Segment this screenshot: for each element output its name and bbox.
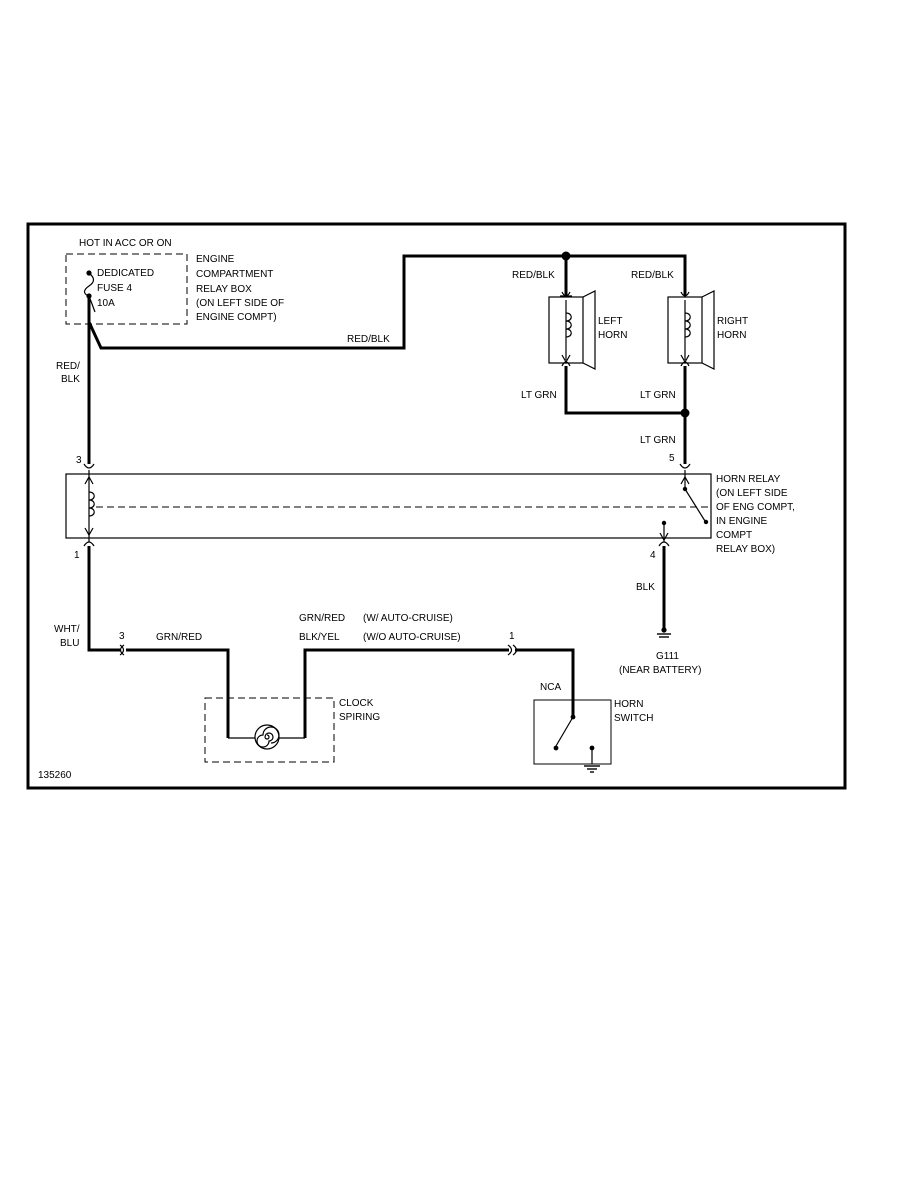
relay-pin-4: 4 (650, 550, 656, 561)
wire-label-clock-out-a-note: (W/ AUTO-CRUISE) (363, 613, 453, 624)
wire-label-clock-out-b-note: (W/O AUTO-CRUISE) (363, 632, 461, 643)
relay-box-line5: ENGINE COMPT) (196, 312, 277, 323)
splice-dot-top (561, 251, 571, 261)
wire-label-relay-feed-2: BLK (61, 374, 80, 385)
relay-box-line3: RELAY BOX (196, 284, 252, 295)
connector-1-pin: 1 (509, 631, 515, 642)
connector-3-pin: 3 (119, 631, 125, 642)
diagram-frame (26, 222, 847, 790)
relay-label-2: (ON LEFT SIDE (716, 488, 788, 499)
horn-switch-label-1: HORN (614, 699, 643, 710)
relay-label-6: RELAY BOX) (716, 544, 775, 555)
connector-1 (507, 644, 518, 656)
fuse-label-line1: DEDICATED (97, 268, 154, 279)
horn-relay-symbol (65, 463, 712, 547)
horn-switch-label-2: SWITCH (614, 713, 653, 724)
relay-label-5: COMPT (716, 530, 752, 541)
power-label: HOT IN ACC OR ON (79, 238, 172, 249)
wire-label-connector-2: BLU (60, 638, 79, 649)
relay-pin-1: 1 (74, 550, 80, 561)
wire-label-connector-1: WHT/ (54, 624, 80, 635)
wire-label-clock-out-b: BLK/YEL (299, 632, 340, 643)
wire-label-clock-out-a: GRN/RED (299, 613, 345, 624)
relay-pin-3: 3 (76, 455, 82, 466)
relay-pin-5: 5 (669, 453, 675, 464)
fuse-box (65, 253, 188, 325)
left-horn-symbol (548, 290, 596, 370)
clock-spring-symbol (204, 697, 335, 763)
fuse-rating: 10A (97, 298, 115, 309)
relay-label-3: OF ENG COMPT, (716, 502, 795, 513)
wire-label-left-return: LT GRN (521, 390, 557, 401)
ground-symbol (657, 627, 671, 638)
figure-id: 135260 (38, 770, 72, 781)
wire-label-relay-ground: BLK (636, 582, 655, 593)
connector-3 (119, 644, 125, 656)
horn-switch-symbol (533, 699, 612, 773)
wire-label-right-return: LT GRN (640, 390, 676, 401)
wire-label-left-feed: RED/BLK (512, 270, 555, 281)
clock-spring-label-1: CLOCK (339, 698, 374, 709)
clock-spring-label-2: SPIRING (339, 712, 380, 723)
relay-box-line2: COMPARTMENT (196, 269, 273, 280)
relay-box-line1: ENGINE (196, 254, 235, 265)
right-horn-label-1: RIGHT (717, 316, 748, 327)
ground-note: (NEAR BATTERY) (619, 665, 701, 676)
wire-label-fuse-to-horns: RED/BLK (347, 334, 390, 345)
fuse-label-line2: FUSE 4 (97, 283, 132, 294)
relay-box-line4: (ON LEFT SIDE OF (196, 298, 284, 309)
right-horn-label-2: HORN (717, 330, 746, 341)
wire-label-right-feed: RED/BLK (631, 270, 674, 281)
relay-label-1: HORN RELAY (716, 474, 781, 485)
wires (87, 254, 687, 738)
left-horn-label-1: LEFT (598, 316, 622, 327)
ground-id: G111 (656, 651, 679, 662)
wire-label-relay-switch: LT GRN (640, 435, 676, 446)
left-horn-label-2: HORN (598, 330, 627, 341)
right-horn-symbol (667, 290, 715, 370)
relay-label-4: IN ENGINE (716, 516, 767, 527)
wire-label-clock-in: GRN/RED (156, 632, 202, 643)
splice-dot-return (680, 408, 690, 418)
horn-switch-tag: NCA (540, 682, 561, 693)
wire-label-relay-feed-1: RED/ (56, 361, 80, 372)
